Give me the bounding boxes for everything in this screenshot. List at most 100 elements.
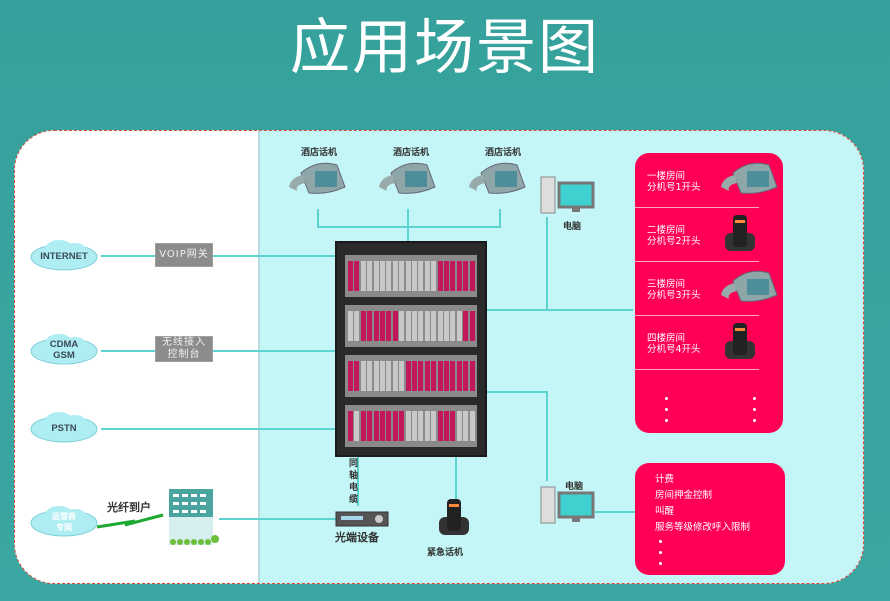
room-label: 三楼房间分机号3开头 (647, 279, 701, 301)
emergency-phone-label: 紧急话机 (427, 548, 464, 558)
cloud-icon (30, 506, 98, 537)
line-card (424, 311, 430, 341)
line-card (463, 361, 469, 391)
line-card (444, 361, 449, 391)
computer-icon (540, 176, 595, 214)
line-card (418, 411, 424, 441)
line-card (354, 261, 360, 291)
line-card (431, 411, 437, 441)
line-card (367, 411, 373, 441)
room-label: 四楼房间分机号4开头 (647, 333, 701, 355)
cordless-phone-icon (719, 213, 779, 257)
line-card (386, 311, 392, 341)
line-card (348, 411, 353, 441)
line-card (386, 261, 392, 291)
line-card (386, 361, 392, 391)
computer-icon (540, 486, 595, 524)
voip-gateway: VOIP网关 (155, 243, 213, 267)
line-card (450, 411, 456, 441)
feature-item: 叫醒 (655, 506, 675, 517)
coax-label: 同轴电缆 (349, 459, 359, 505)
rack-shelf (345, 255, 477, 297)
line-card (354, 361, 360, 391)
line-card (463, 311, 469, 341)
line-card (405, 411, 411, 441)
line-card (444, 311, 449, 341)
rack-shelf (345, 405, 477, 447)
line-card (392, 311, 398, 341)
cloud-label: CDMA GSM (49, 339, 79, 361)
pstn-link (101, 428, 335, 430)
room-divider (635, 261, 759, 262)
line-card (399, 311, 405, 341)
bottom-computer-feed (483, 391, 547, 393)
phone-bus (317, 226, 501, 228)
line-card (450, 311, 456, 341)
cloud-cdma-gsm: CDMA GSM (29, 331, 99, 369)
line-card (367, 361, 373, 391)
phone-drop-2 (407, 209, 409, 241)
cloud-icon (30, 334, 98, 365)
ellipsis-dot (665, 397, 668, 400)
phone-drop-3 (499, 209, 501, 227)
page-title: 应用场景图 (290, 13, 600, 83)
features-link (595, 511, 635, 513)
line-card (431, 361, 437, 391)
cloud-label: 运营商 专网 (52, 512, 76, 532)
line-card (463, 411, 469, 441)
desk-phone-icon (719, 159, 779, 203)
cordless-phone-icon (719, 321, 779, 365)
line-card (418, 311, 424, 341)
line-card (360, 311, 366, 341)
line-card (392, 261, 398, 291)
cloud-label: INTERNET (40, 250, 88, 262)
line-card (380, 411, 385, 441)
line-card (437, 311, 443, 341)
voip-gateway-label: VOIP网关 (159, 249, 209, 260)
desk-phone-icon (289, 162, 346, 194)
cloud-carrier: 运营商 专网 (29, 503, 99, 541)
room-divider (635, 207, 759, 208)
line-card (373, 411, 379, 441)
cloud-label: PSTN (51, 422, 77, 434)
line-card (367, 261, 373, 291)
line-card (418, 361, 424, 391)
feature-item: 计费 (655, 474, 675, 485)
computer-bottom-label: 电脑 (565, 482, 584, 492)
emergency-phone-icon (439, 499, 469, 535)
rack-shelf (345, 305, 477, 347)
line-card (412, 261, 417, 291)
line-card (412, 311, 417, 341)
wireless-console-label: 无线接入 控制台 (162, 337, 206, 360)
desk-phone-icon (719, 267, 779, 311)
line-card (373, 261, 379, 291)
line-card (373, 311, 379, 341)
line-card (469, 261, 475, 291)
line-card (431, 261, 437, 291)
cloud-icon (30, 240, 98, 271)
line-card (367, 311, 373, 341)
hotel-phone-label: 酒店话机 (393, 148, 430, 158)
emergency-link (455, 454, 457, 502)
line-card (405, 311, 411, 341)
phone-drop-1 (317, 209, 319, 227)
feature-item: 服务等级修改呼入限制 (655, 522, 751, 533)
ellipsis-dot (753, 408, 756, 411)
bottom-computer-link (546, 391, 548, 481)
line-card (424, 261, 430, 291)
fiber-label: 光纤到户 (107, 501, 151, 514)
internet-link (101, 255, 335, 257)
line-card (380, 361, 385, 391)
rooms-link (483, 309, 633, 311)
line-card (418, 261, 424, 291)
line-card (469, 311, 475, 341)
optical-device-icon (335, 511, 389, 527)
line-card (424, 411, 430, 441)
cloud-icon (30, 412, 98, 443)
rooms-panel: 一楼房间分机号1开头二楼房间分机号2开头三楼房间分机号3开头四楼房间分机号4开头 (635, 153, 783, 433)
line-card (412, 411, 417, 441)
line-card (360, 261, 366, 291)
line-card (456, 361, 462, 391)
line-card (431, 311, 437, 341)
diagram-frame: INTERNET CDMA GSM PSTN 运营商 专网 VOIP网关 无线接… (14, 130, 864, 584)
